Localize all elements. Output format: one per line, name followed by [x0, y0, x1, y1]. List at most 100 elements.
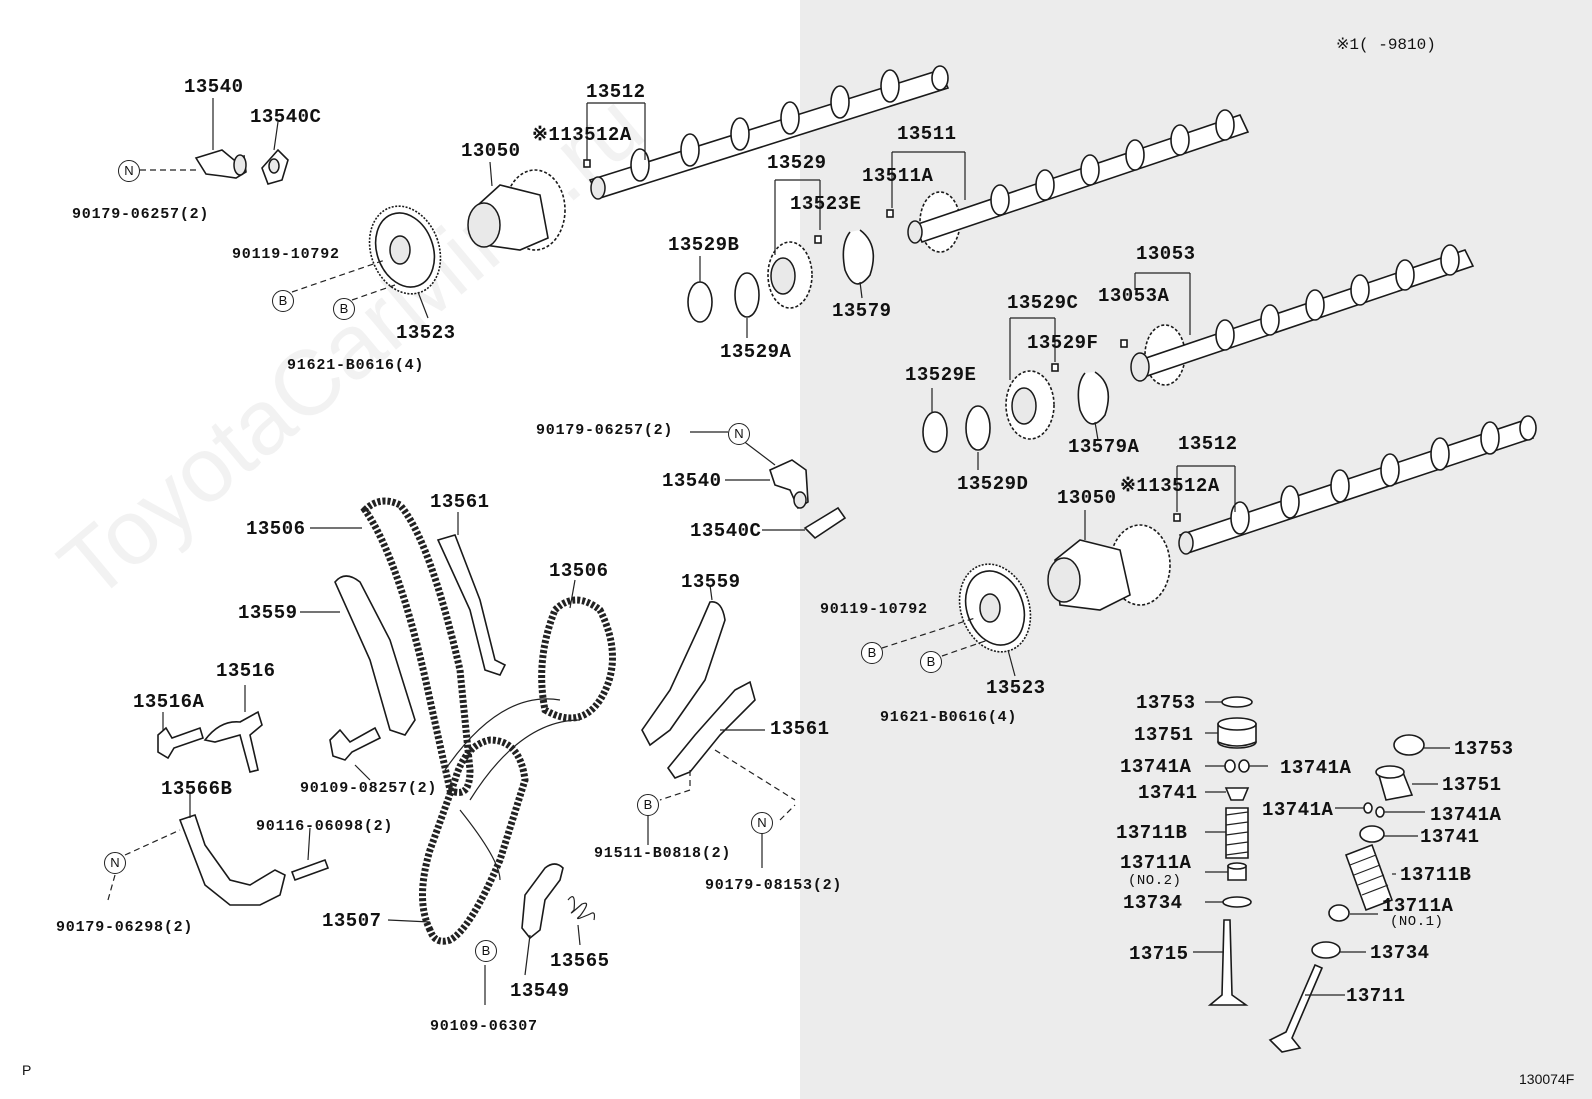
label-13741: 13741 [1138, 782, 1198, 804]
marker-n: N [118, 160, 140, 182]
label-90116-06098: 90116-06098(2) [256, 818, 394, 835]
label-13529a: 13529A [720, 341, 792, 363]
part-13507-chain-main [419, 698, 581, 945]
part-13711b-spring-left [1225, 807, 1249, 859]
label-13523: 13523 [986, 677, 1046, 699]
label-13511: 13511 [897, 123, 957, 145]
label-13512a: ※113512A [1120, 475, 1220, 497]
part-13741a-keeper-left [1224, 759, 1250, 773]
label-13549: 13549 [510, 980, 570, 1002]
part-13512-camshaft-bottom [1178, 415, 1537, 555]
part-90109-08257-bolt [329, 726, 382, 761]
label-13529d: 13529D [957, 473, 1029, 495]
label-91621-b0616: 91621-B0616(4) [287, 357, 425, 374]
marker-b: B [475, 940, 497, 962]
label-13516: 13516 [216, 660, 276, 682]
part-13741-retainer-left [1224, 787, 1250, 801]
label-13566b: 13566B [161, 778, 233, 800]
part-13529a-ring [734, 272, 760, 318]
marker-n: N [728, 423, 750, 445]
part-13050-vvt-gear-top [467, 169, 566, 251]
marker-b: B [920, 651, 942, 673]
label-13741: 13741 [1420, 826, 1480, 848]
label-13507: 13507 [322, 910, 382, 932]
label-13512a: ※113512A [532, 124, 632, 146]
part-13741-retainer-right [1359, 825, 1385, 843]
part-13741a-keeper-right [1363, 802, 1385, 818]
label-13741a: 13741A [1280, 757, 1352, 779]
part-13516a-bolt [157, 726, 204, 760]
label-90109-08257: 90109-08257(2) [300, 780, 438, 797]
label-91511-b0818: 91511-B0818(2) [594, 845, 732, 862]
label-13751: 13751 [1442, 774, 1502, 796]
part-13529c-sprocket [1005, 370, 1055, 440]
part-13529-sprocket [767, 241, 813, 309]
marker-n: N [104, 852, 126, 874]
label-13734: 13734 [1370, 942, 1430, 964]
part-13540c-gasket-top [261, 148, 289, 185]
part-13050-vvt-gear-bottom [1047, 524, 1171, 611]
part-13711-valve-intake [1268, 963, 1324, 1053]
label-13711a-sub: (NO.2) [1128, 873, 1182, 889]
label-90179-08153: 90179-08153(2) [705, 877, 843, 894]
label-90179-06257: 90179-06257(2) [536, 422, 674, 439]
part-13751-lifter-left [1217, 717, 1257, 749]
label-13741a: 13741A [1262, 799, 1334, 821]
label-13529f: 13529F [1027, 332, 1099, 354]
label-90179-06298: 90179-06298(2) [56, 919, 194, 936]
label-13579a: 13579A [1068, 436, 1140, 458]
part-13579a-snap-ring [1077, 371, 1110, 425]
label-13512: 13512 [586, 81, 646, 103]
part-13512-camshaft-top [588, 65, 950, 200]
label-13559: 13559 [681, 571, 741, 593]
label-90179-06257: 90179-06257(2) [72, 206, 210, 223]
label-13523e: 13523E [790, 193, 862, 215]
marker-b: B [861, 642, 883, 664]
label-13529b: 13529B [668, 234, 740, 256]
label-13559: 13559 [238, 602, 298, 624]
part-13751-lifter-right [1375, 765, 1414, 801]
label-13529: 13529 [767, 152, 827, 174]
label-13711a: 13711A [1120, 852, 1192, 874]
label-13753: 13753 [1454, 738, 1514, 760]
part-13511-camshaft [907, 109, 1250, 253]
label-90109-06307: 90109-06307 [430, 1018, 538, 1035]
part-13579-snap-ring [842, 229, 875, 285]
part-13753-shim-right [1393, 734, 1425, 756]
part-13506-chain-left [360, 497, 474, 796]
part-13715-valve-exhaust [1207, 919, 1249, 1006]
label-13529c: 13529C [1007, 292, 1079, 314]
label-13053a: 13053A [1098, 285, 1170, 307]
label-13751: 13751 [1134, 724, 1194, 746]
part-13529e-ring [922, 411, 948, 453]
part-13711a-seat-right [1328, 904, 1350, 922]
part-13559-guide-left [334, 575, 416, 736]
part-13559-guide-right [641, 601, 726, 747]
part-13540-tensioner-top [194, 149, 247, 179]
label-91621-b0616: 91621-B0616(4) [880, 709, 1018, 726]
part-13529b-ring [687, 281, 713, 323]
label-13523: 13523 [396, 322, 456, 344]
marker-n: N [751, 812, 773, 834]
part-13734-seal-left [1222, 896, 1252, 908]
part-13053-camshaft [1130, 244, 1475, 386]
marker-b: B [333, 298, 355, 320]
label-90119-10792: 90119-10792 [820, 601, 928, 618]
label-13711b: 13711B [1116, 822, 1188, 844]
label-13565: 13565 [550, 950, 610, 972]
diagram-code: 130074F [1519, 1071, 1575, 1087]
marker-b: B [637, 794, 659, 816]
part-13523-sprocket-top [368, 205, 442, 295]
part-13523-sprocket-bottom [958, 563, 1032, 653]
page-marker: P [22, 1062, 32, 1078]
label-13050: 13050 [461, 140, 521, 162]
label-13540: 13540 [184, 76, 244, 98]
label-13540: 13540 [662, 470, 722, 492]
label-13711b: 13711B [1400, 864, 1472, 886]
part-13753-shim-left [1221, 696, 1253, 708]
part-13711b-spring-right [1344, 843, 1394, 912]
label-13711: 13711 [1346, 985, 1406, 1007]
label-13715: 13715 [1129, 943, 1189, 965]
label-13506: 13506 [246, 518, 306, 540]
